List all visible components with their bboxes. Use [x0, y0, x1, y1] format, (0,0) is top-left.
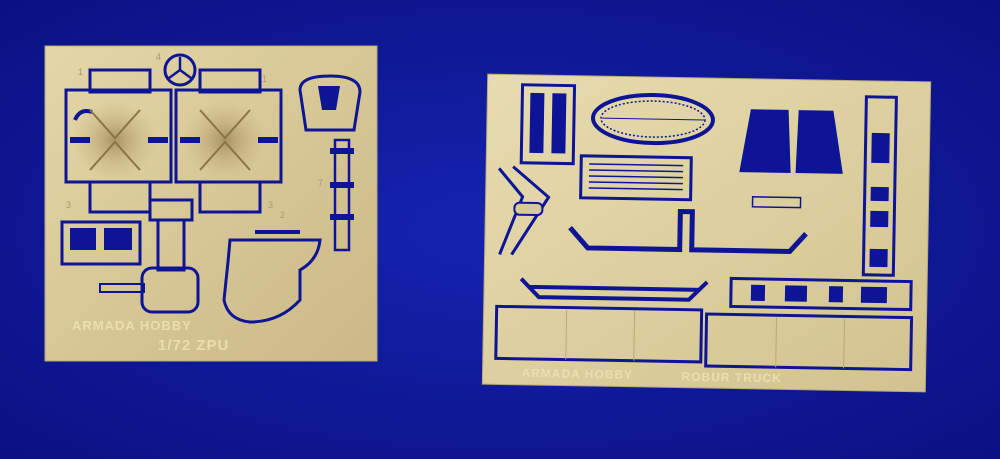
curved-seat [222, 238, 322, 324]
right-fret: ARMADA HOBBY ROBUR TRUCK [481, 73, 932, 393]
windscreen-frames [739, 109, 843, 209]
bent-rail-upper [568, 209, 808, 254]
radiator-grille [579, 154, 693, 202]
v-bracket [497, 165, 551, 256]
right-title-label: ROBUR TRUCK [681, 370, 782, 386]
left-fret: 1 4 1 3 3 7 2 ARMADA HOBBY 1/72 ZPU [44, 45, 378, 362]
gun-cradle [99, 198, 200, 314]
window-frame-pair [519, 83, 577, 166]
shield-part [298, 74, 362, 132]
part-number: 3 [268, 200, 273, 210]
sight-ring [163, 53, 197, 87]
ladder-part [330, 138, 354, 252]
part-number: 2 [280, 210, 285, 220]
part-number: 7 [318, 178, 323, 188]
side-panels [494, 304, 914, 372]
oval-grille [590, 93, 715, 146]
left-maker-label: ARMADA HOBBY [72, 318, 192, 333]
part-number: 3 [66, 200, 71, 210]
left-title-label: 1/72 ZPU [158, 337, 229, 354]
part-number: 1 [78, 67, 83, 77]
seat-panel-left [64, 68, 173, 214]
bent-rail-lower [519, 277, 709, 302]
part-number: 1 [262, 74, 267, 84]
tall-ladder [861, 95, 898, 277]
window-strip [729, 276, 913, 312]
box-parts [60, 220, 142, 266]
part-number: 4 [156, 52, 161, 62]
right-maker-label: ARMADA HOBBY [521, 366, 633, 382]
seat-panel-right [174, 68, 283, 214]
